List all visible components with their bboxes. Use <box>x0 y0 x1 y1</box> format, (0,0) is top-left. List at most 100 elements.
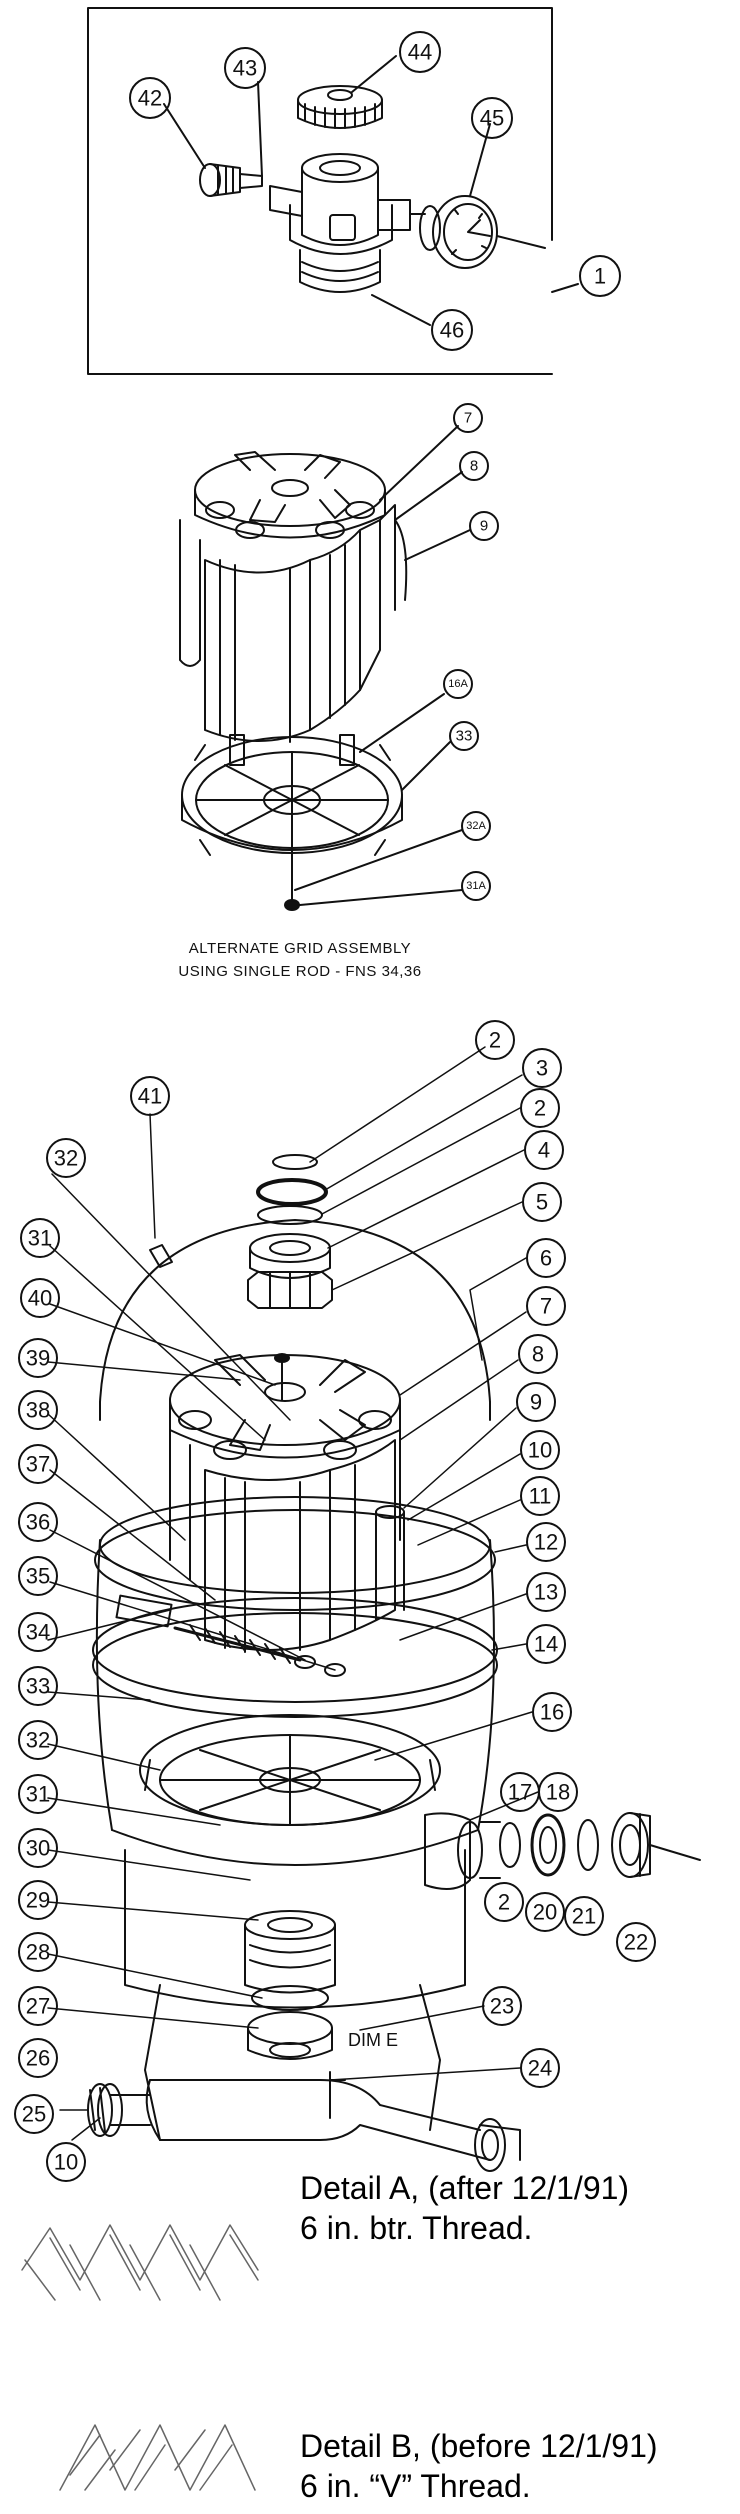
svg-text:7: 7 <box>464 410 472 427</box>
top-ring <box>256 1178 328 1206</box>
callout-6: 6 <box>526 1238 566 1278</box>
main-filter-assembly: DIM E <box>14 1020 701 2182</box>
callout-42: 42 <box>129 77 171 119</box>
callout-46: 46 <box>431 309 473 351</box>
svg-text:36: 36 <box>26 1510 50 1535</box>
detail-b-line1: Detail B, (before 12/1/91) <box>300 2428 658 2464</box>
callout-37: 37 <box>18 1444 58 1484</box>
clamp-band <box>115 1594 346 1677</box>
top-gasket <box>257 1205 323 1225</box>
callout-31-top: 31 <box>20 1218 60 1258</box>
callout-13: 13 <box>526 1572 566 1612</box>
svg-text:42: 42 <box>138 86 162 111</box>
svg-text:13: 13 <box>534 1580 558 1605</box>
side-gasket <box>577 1819 599 1871</box>
callout-26: 26 <box>18 2038 58 2078</box>
svg-text:18: 18 <box>546 1780 570 1805</box>
tank-body <box>92 1496 498 2009</box>
svg-text:38: 38 <box>26 1398 50 1423</box>
callout-34: 34 <box>18 1612 58 1652</box>
side-outlet <box>424 1812 501 1890</box>
callout-12: 12 <box>526 1522 566 1562</box>
svg-text:8: 8 <box>470 458 478 475</box>
svg-text:14: 14 <box>534 1632 558 1657</box>
callout-20: 20 <box>525 1892 565 1932</box>
detail-a-line2: 6 in. btr. Thread. <box>300 2210 533 2246</box>
callout-32-top: 32 <box>46 1138 86 1178</box>
svg-text:31A: 31A <box>466 880 486 892</box>
detail-a-line1: Detail A, (after 12/1/91) <box>300 2170 630 2206</box>
tank-stand <box>109 1984 491 2161</box>
callout-27: 27 <box>18 1986 58 2026</box>
svg-text:16A: 16A <box>448 678 468 690</box>
callout-10-bottom: 10 <box>46 2142 86 2182</box>
dim-e-label: DIM E <box>348 2030 398 2050</box>
side-nut <box>530 1813 566 1877</box>
svg-text:32: 32 <box>54 1146 78 1171</box>
valve-body <box>269 153 411 293</box>
svg-text:9: 9 <box>480 518 488 535</box>
main-leaders <box>47 1046 539 2141</box>
main-bottom-manifold <box>139 1714 441 1826</box>
detail-b-caption: Detail B, (before 12/1/91) 6 in. “V” Thr… <box>300 2426 658 2506</box>
svg-text:2: 2 <box>489 1028 501 1053</box>
callout-17: 17 <box>500 1772 540 1812</box>
callout-33: 33 <box>18 1666 58 1706</box>
svg-text:8: 8 <box>532 1342 544 1367</box>
callout-2-side: 2 <box>484 1882 524 1922</box>
left-union <box>87 2083 123 2137</box>
side-o-ring <box>499 1822 521 1868</box>
svg-text:35: 35 <box>26 1564 50 1589</box>
svg-text:27: 27 <box>26 1994 50 2019</box>
callout-8: 8 <box>518 1334 558 1374</box>
callout-8-grid: 8 <box>459 451 489 481</box>
svg-text:23: 23 <box>490 1994 514 2019</box>
callout-28: 28 <box>18 1932 58 1972</box>
assembly-caption-line1: ALTERNATE GRID ASSEMBLY <box>189 940 411 957</box>
detail-a-caption: Detail A, (after 12/1/91) 6 in. btr. Thr… <box>300 2168 629 2248</box>
callout-25: 25 <box>14 2094 54 2134</box>
svg-text:20: 20 <box>533 1900 557 1925</box>
svg-text:33: 33 <box>456 728 473 745</box>
svg-text:9: 9 <box>530 1390 542 1415</box>
callout-24: 24 <box>520 2048 560 2088</box>
svg-text:26: 26 <box>26 2046 50 2071</box>
callout-4: 4 <box>524 1130 564 1170</box>
callout-31: 31 <box>18 1774 58 1814</box>
callout-32: 32 <box>18 1720 58 1760</box>
side-union <box>611 1812 701 1878</box>
callout-22: 22 <box>616 1922 656 1962</box>
svg-text:31: 31 <box>26 1782 50 1807</box>
svg-text:43: 43 <box>233 56 257 81</box>
callout-44: 44 <box>399 31 441 73</box>
svg-text:5: 5 <box>536 1190 548 1215</box>
alternate-grid-assembly: 7 8 9 16A 33 32A 31A ALTERNATE GRID ASSE… <box>178 403 499 980</box>
assembly-caption-line2: USING SINGLE ROD - FNS 34,36 <box>178 963 421 980</box>
svg-text:30: 30 <box>26 1836 50 1861</box>
main-manifold <box>169 1353 401 1460</box>
svg-text:45: 45 <box>480 106 504 131</box>
callout-3: 3 <box>522 1048 562 1088</box>
svg-text:7: 7 <box>540 1294 552 1319</box>
svg-text:2: 2 <box>498 1890 510 1915</box>
callout-16: 16 <box>532 1692 572 1732</box>
callout-35: 35 <box>18 1556 58 1596</box>
callout-9: 9 <box>516 1382 556 1422</box>
callout-21: 21 <box>564 1896 604 1936</box>
grid-leaders <box>294 425 471 906</box>
callout-10: 10 <box>520 1430 560 1470</box>
svg-text:37: 37 <box>26 1452 50 1477</box>
inset-frame <box>87 7 553 375</box>
main-grid-panels <box>169 1429 405 1653</box>
callout-33-grid: 33 <box>449 721 479 751</box>
callout-39: 39 <box>18 1338 58 1378</box>
side-plug <box>199 163 263 197</box>
right-union <box>474 2118 521 2172</box>
svg-text:17: 17 <box>508 1780 532 1805</box>
callout-32a: 32A <box>461 811 491 841</box>
svg-text:22: 22 <box>624 1930 648 1955</box>
svg-text:21: 21 <box>572 1904 596 1929</box>
svg-text:44: 44 <box>408 40 432 65</box>
svg-text:1: 1 <box>594 264 606 289</box>
callout-7-grid: 7 <box>453 403 483 433</box>
